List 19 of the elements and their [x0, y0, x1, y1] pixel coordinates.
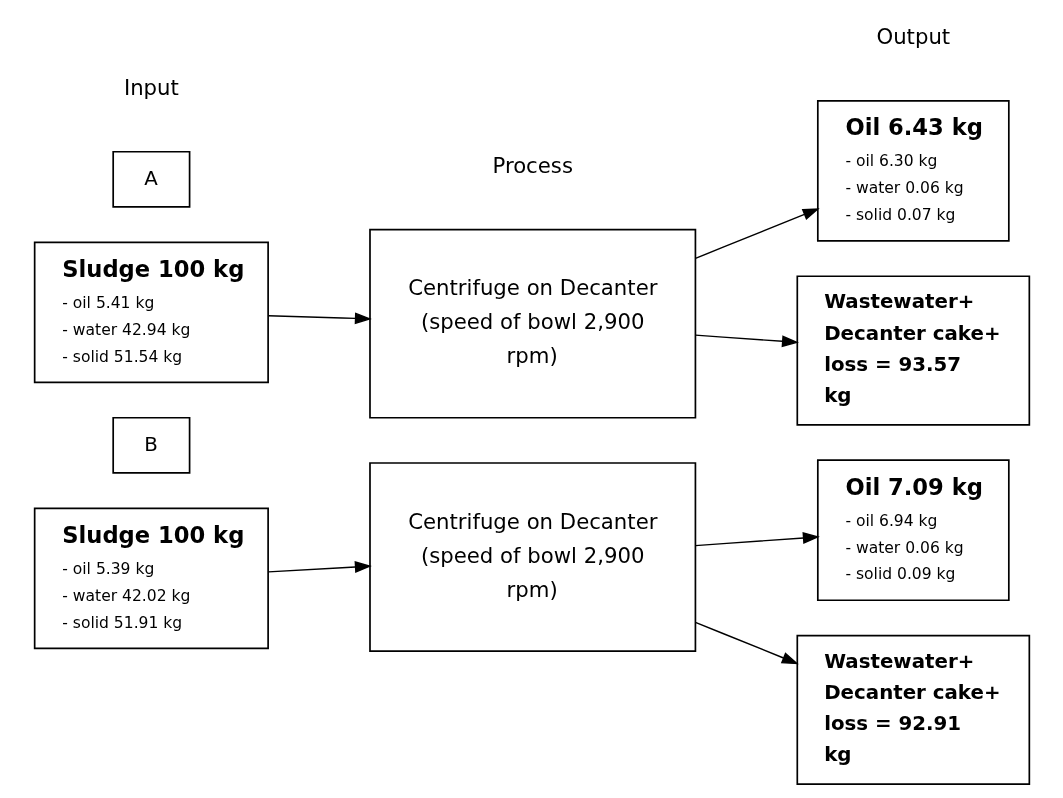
node-box: Centrifuge on Decanter (speed of bowl 2,900 rpm) — [368, 228, 696, 419]
arrow — [694, 208, 820, 260]
node-box: A — [111, 150, 190, 208]
arrow — [694, 334, 799, 348]
node-box: Oil 7.09 kg - oil 6.94 kg - water 0.06 kg - solid 0.09 kg — [816, 459, 1010, 602]
arrow — [267, 561, 372, 573]
node-box: Wastewater+ Decanter cake+ loss = 92.91 kg — [795, 634, 1030, 786]
arrow — [267, 312, 372, 325]
node-box: Sludge 100 kg - oil 5.41 kg - water 42.94 kg - solid 51.54 kg — [33, 241, 269, 384]
node-box: B — [111, 416, 190, 474]
node-box: Sludge 100 kg - oil 5.39 kg - water 42.02 kg - solid 51.91 kg — [33, 507, 269, 650]
arrow — [694, 532, 820, 547]
label: Input — [123, 75, 179, 101]
label: Output — [875, 24, 950, 50]
label: Process — [491, 152, 573, 178]
node-box: Oil 6.43 kg - oil 6.30 kg - water 0.06 kg - solid 0.07 kg — [816, 99, 1010, 242]
arrow — [694, 621, 799, 665]
node-box: Wastewater+ Decanter cake+ loss = 93.57 kg — [795, 275, 1030, 426]
node-box: Centrifuge on Decanter (speed of bowl 2,900 rpm) — [368, 462, 696, 653]
